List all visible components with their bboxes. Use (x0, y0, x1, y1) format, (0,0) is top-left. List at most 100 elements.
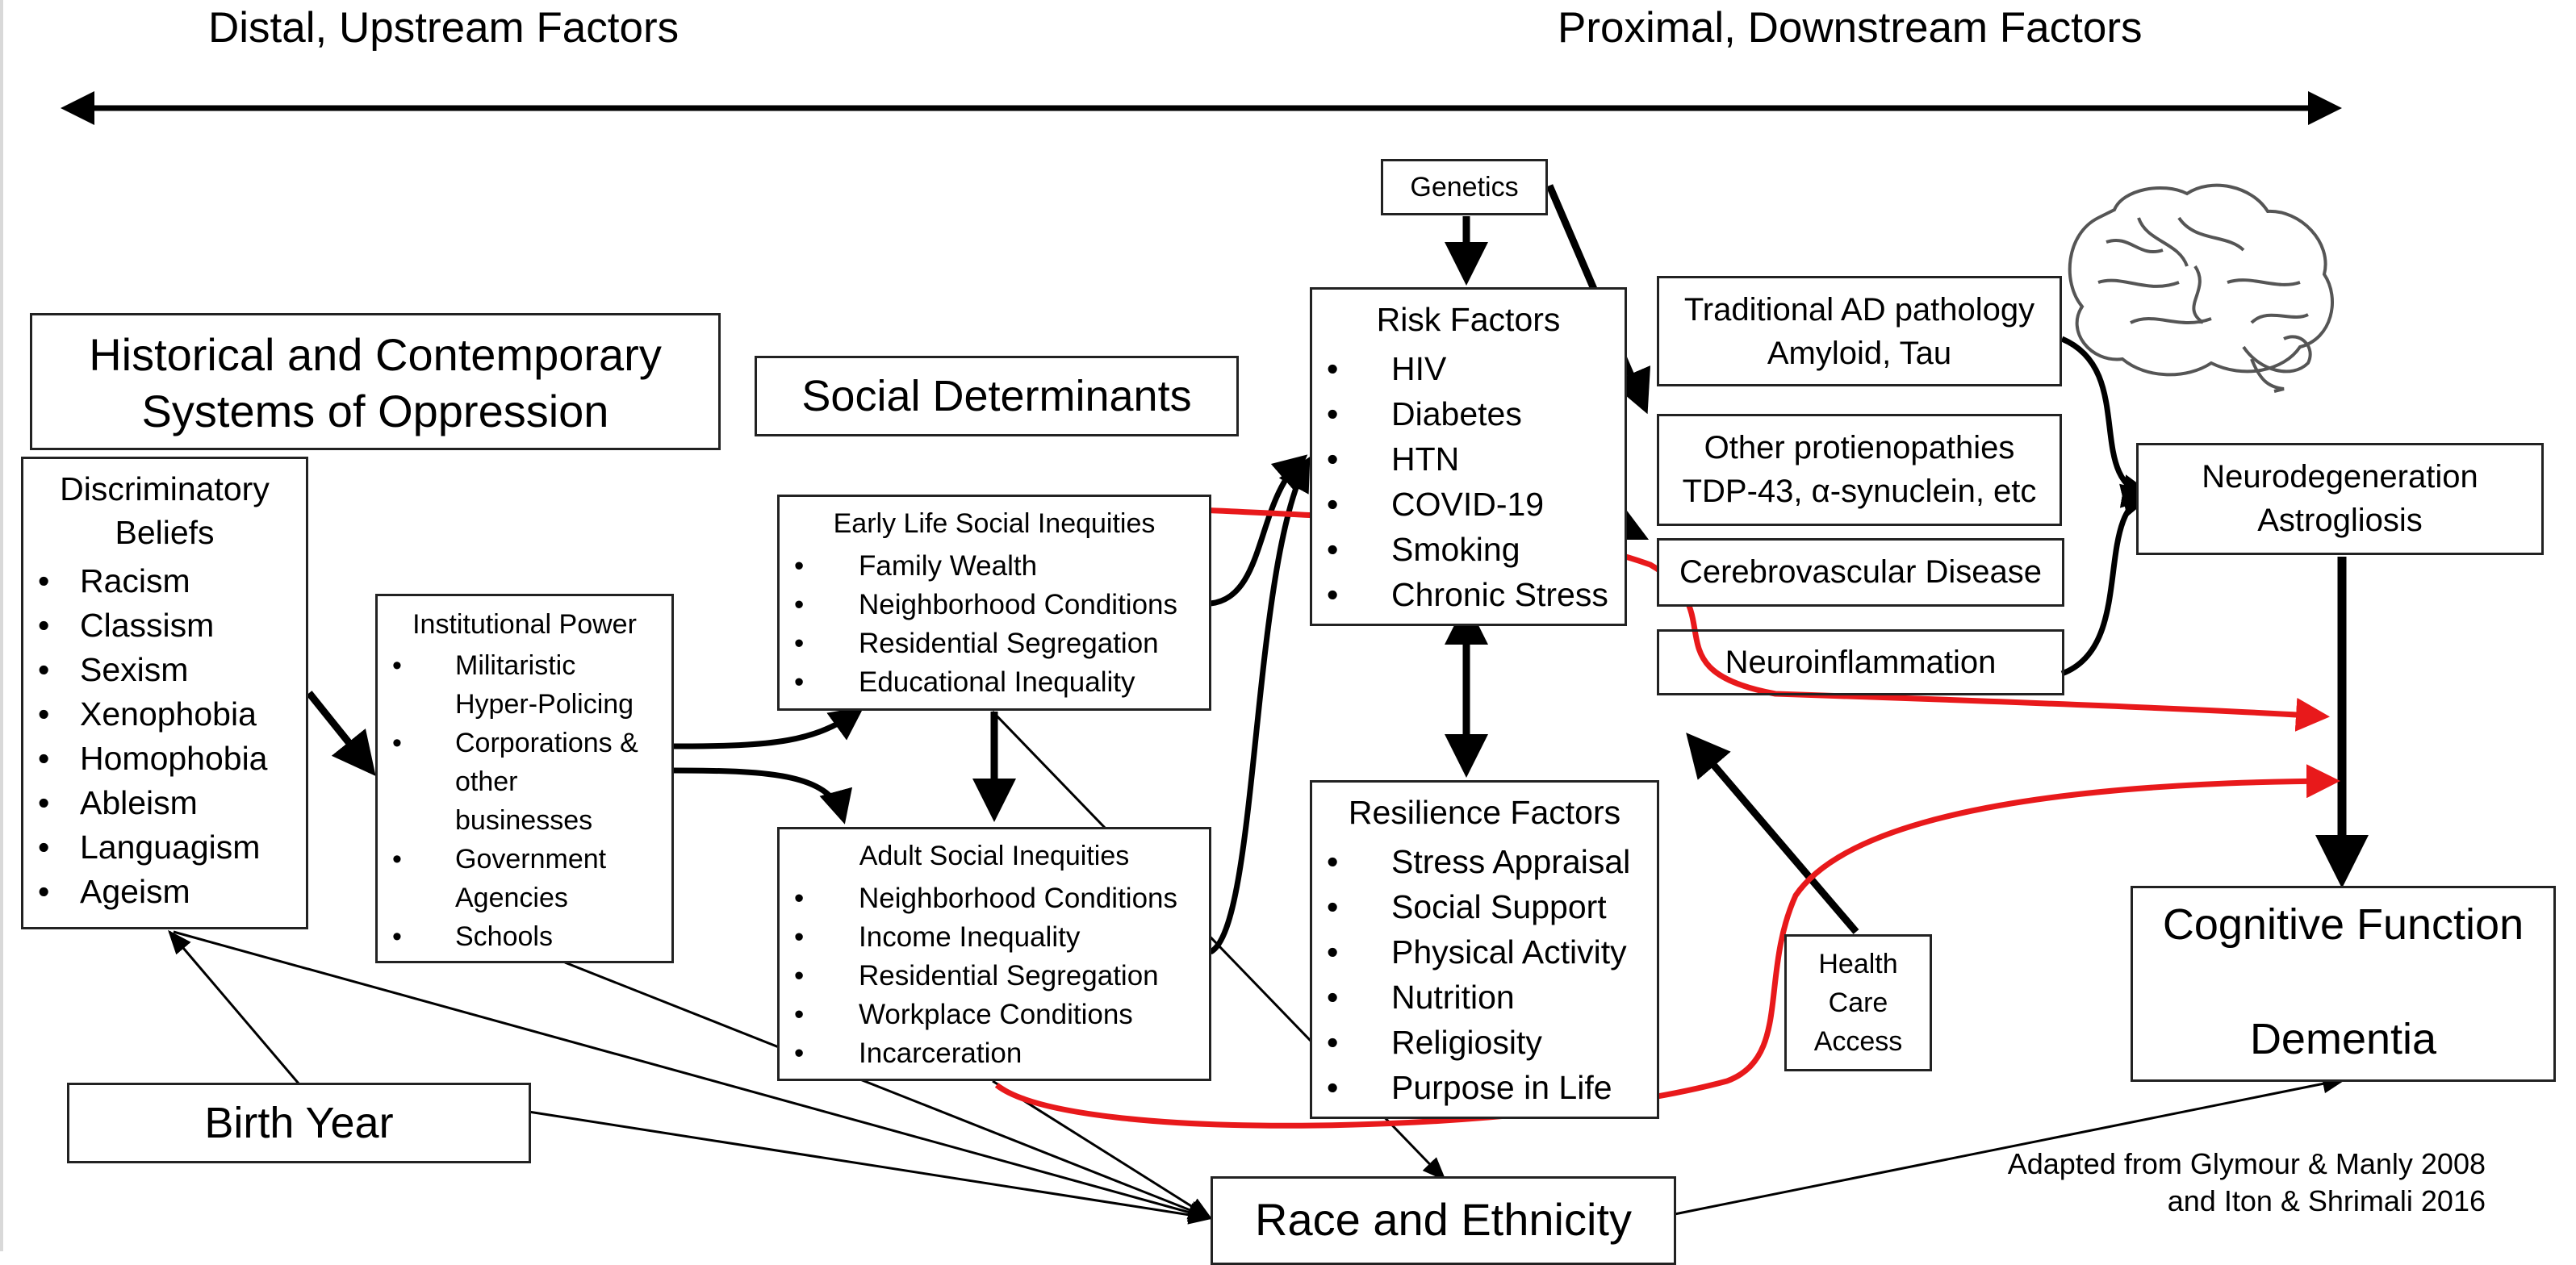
list-item: businesses (455, 805, 593, 836)
social-determinants-title: Social Determinants (801, 372, 1192, 420)
list-item: Diabetes (1312, 391, 1608, 436)
resilience-factors-title: Resilience Factors (1348, 794, 1621, 831)
cognitive-box: Cognitive Function Dementia (2131, 886, 2556, 1082)
early-life-list: Family Wealth Neighborhood Conditions Re… (780, 547, 1177, 702)
birth-year-to-race-arrow (528, 1110, 1213, 1225)
list-item: Government (378, 840, 638, 879)
other-protein-title: Other protienopathies (1704, 430, 2015, 466)
risk-factors-list: HIV Diabetes HTN COVID-19 Smoking Chroni… (1312, 346, 1608, 617)
risk-factors-box: Risk Factors HIV Diabetes HTN COVID-19 S… (1310, 287, 1627, 626)
oppression-box: Historical and Contemporary Systems of O… (30, 313, 721, 450)
cerebrovascular-box: Cerebrovascular Disease (1657, 538, 2064, 607)
neuroinflammation-to-neurodegeneration-arrow (2060, 483, 2156, 677)
brain-illustration (2068, 183, 2334, 393)
early-life-title: Early Life Social Inequities (833, 508, 1156, 539)
cognitive-line2: Dementia (2249, 1015, 2437, 1063)
list-item: Smoking (1312, 527, 1608, 572)
neuroinflammation-box: Neuroinflammation (1657, 629, 2064, 695)
adult-box: Adult Social Inequities Neighborhood Con… (777, 827, 1211, 1081)
list-item: Residential Segregation (780, 957, 1177, 996)
health-care-line1: Health (1818, 949, 1898, 979)
list-item: Languagism (23, 825, 268, 870)
list-item: Hyper-Policing (455, 689, 634, 720)
list-item: Social Support (1312, 884, 1630, 929)
beliefs-to-institutional-arrow (306, 691, 376, 777)
cognitive-line1: Cognitive Function (2162, 900, 2524, 949)
list-item: Classism (23, 603, 268, 648)
neurodegeneration-line1: Neurodegeneration (2202, 459, 2478, 495)
adult-highlight-path (994, 764, 2340, 1129)
race-ethnicity-box: Race and Ethnicity (1211, 1176, 1676, 1265)
early-life-box: Early Life Social Inequities Family Weal… (777, 495, 1211, 711)
list-item: Religiosity (1312, 1020, 1630, 1065)
neurodegeneration-line2: Astrogliosis (2257, 503, 2423, 538)
list-item: COVID-19 (1312, 482, 1608, 527)
oppression-title-line2: Systems of Oppression (141, 386, 609, 436)
birth-year-box: Birth Year (67, 1083, 531, 1163)
citation-line2: and Iton & Shrimali 2016 (2167, 1184, 2486, 1217)
other-protein-box: Other protienopathies TDP-43, α-synuclei… (1657, 414, 2062, 526)
neuroinflammation-label: Neuroinflammation (1725, 645, 1997, 680)
health-care-box: Health Care Access (1784, 934, 1932, 1071)
institutional-title: Institutional Power (412, 609, 637, 640)
neurodegeneration-box: Neurodegeneration Astrogliosis (2136, 443, 2544, 555)
discriminatory-beliefs-box: Discriminatory Beliefs Racism Classism S… (21, 457, 308, 929)
list-item: Militaristic (378, 646, 638, 685)
beliefs-title-line2: Beliefs (115, 514, 215, 551)
adult-list: Neighborhood Conditions Income Inequalit… (780, 879, 1177, 1073)
list-item: Neighborhood Conditions (780, 879, 1177, 918)
page-edge (0, 0, 3, 1251)
list-item: Family Wealth (780, 547, 1177, 586)
list-item: Corporations & (378, 724, 638, 762)
birth-year-to-beliefs-arrow (168, 929, 300, 1084)
list-item: Schools (378, 917, 638, 956)
list-item: Purpose in Life (1312, 1065, 1630, 1110)
list-item: Nutrition (1312, 975, 1630, 1020)
list-item: Neighborhood Conditions (780, 586, 1177, 624)
beliefs-list: Racism Classism Sexism Xenophobia Homoph… (23, 559, 268, 914)
adult-title: Adult Social Inequities (859, 841, 1130, 871)
list-item: Incarceration (780, 1034, 1177, 1073)
oppression-title-line1: Historical and Contemporary (89, 329, 662, 380)
resilience-factors-box: Resilience Factors Stress Appraisal Soci… (1310, 780, 1659, 1119)
institutional-to-early-life-arrow (673, 706, 864, 749)
list-item: Workplace Conditions (780, 996, 1177, 1034)
list-item: HIV (1312, 346, 1608, 391)
health-care-line2: Care (1828, 987, 1888, 1018)
beliefs-title-line1: Discriminatory (60, 470, 270, 507)
citation-line1: Adapted from Glymour & Manly 2008 (2007, 1147, 2486, 1180)
beliefs-to-race-arrow (173, 930, 1213, 1222)
race-to-cognitive-arrow (1674, 1074, 2347, 1216)
traditional-ad-subtitle: Amyloid, Tau (1767, 336, 1952, 371)
list-item: Racism (23, 559, 268, 603)
social-determinants-box: Social Determinants (755, 356, 1239, 436)
list-item: other (455, 766, 518, 797)
list-item: Stress Appraisal (1312, 839, 1630, 884)
list-item: Sexism (23, 648, 268, 692)
list-item: Ableism (23, 781, 268, 825)
institutional-to-adult-arrow (673, 767, 853, 825)
adult-to-race-arrow (992, 1079, 1213, 1220)
list-item: Homophobia (23, 737, 268, 781)
list-item: Xenophobia (23, 692, 268, 737)
risk-factors-title: Risk Factors (1376, 301, 1561, 338)
list-item: Educational Inequality (780, 663, 1177, 702)
institutional-list: Militaristic Hyper-Policing Corporations… (378, 646, 638, 956)
cerebrovascular-label: Cerebrovascular Disease (1679, 554, 2043, 590)
health-care-line3: Access (1813, 1026, 1903, 1057)
institutional-to-race-arrow (564, 961, 1213, 1220)
birth-year-label: Birth Year (204, 1099, 394, 1147)
resilience-factors-list: Stress Appraisal Social Support Physical… (1312, 839, 1630, 1110)
adult-to-risk-arrow (1208, 456, 1311, 955)
citation: Adapted from Glymour & Manly 2008 and It… (1937, 1146, 2486, 1220)
list-item: Agencies (455, 883, 568, 913)
race-ethnicity-label: Race and Ethnicity (1255, 1194, 1632, 1245)
early-life-to-risk-arrow (1210, 454, 1308, 607)
list-item: Physical Activity (1312, 929, 1630, 975)
distal-heading: Distal, Upstream Factors (208, 4, 680, 52)
institutional-power-box: Institutional Power Militaristic Hyper-P… (375, 594, 674, 963)
other-protein-subtitle: TDP-43, α-synuclein, etc (1682, 474, 2037, 509)
list-item: HTN (1312, 436, 1608, 482)
list-item: Chronic Stress (1312, 572, 1608, 617)
proximal-heading: Proximal, Downstream Factors (1558, 4, 2143, 52)
